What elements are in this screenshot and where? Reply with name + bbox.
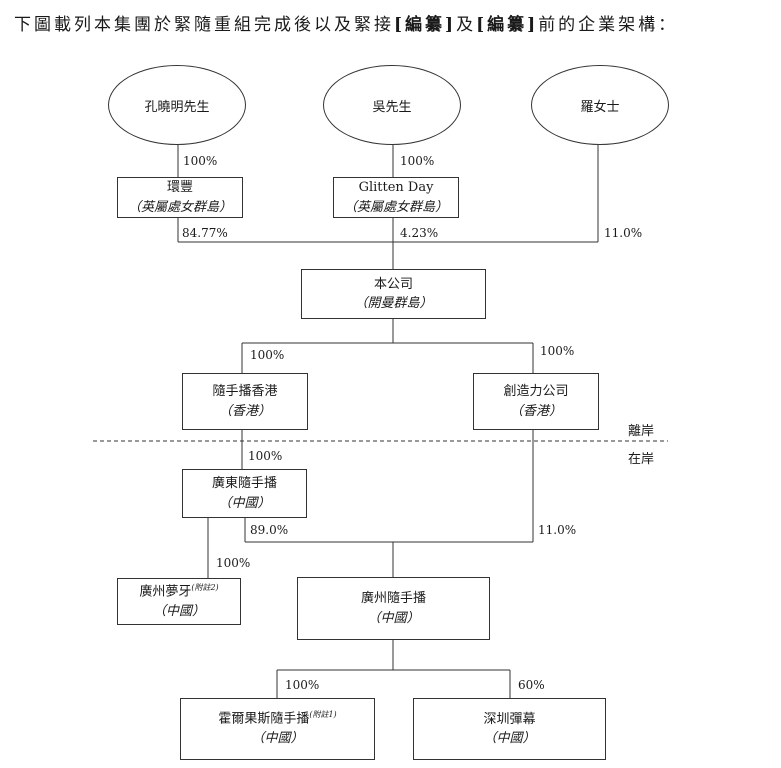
heading-redacted-2: [編纂] <box>476 15 539 35</box>
pct-huanfeng-company: 84.77% <box>182 226 228 240</box>
pct-guangdong-guangzhou: 89.0% <box>250 523 289 537</box>
pct-guangzhou-shenzhen: 60% <box>518 678 545 692</box>
owner-luo-label: 羅女士 <box>580 99 620 115</box>
entity-huoer-name: 霍爾果斯隨手播 <box>218 711 310 727</box>
entity-suishou-hk: 隨手播香港 （香港） <box>182 373 308 430</box>
offshore-label: 離岸 <box>628 424 655 439</box>
entity-company: 本公司 （開曼群島） <box>301 269 486 319</box>
entity-guangzhou-place: （中國） <box>367 610 420 626</box>
heading-text-1: 下圖載列本集團於緊隨重組完成後以及緊接 <box>14 15 394 35</box>
entity-shenzhen-place: （中國） <box>483 731 536 746</box>
pct-company-chuangzao: 100% <box>540 344 575 358</box>
entity-guangdong-name: 廣東隨手播 <box>211 476 277 491</box>
entity-chuangzao: 創造力公司 （香港） <box>473 373 599 430</box>
pct-kong-huanfeng: 100% <box>183 154 218 168</box>
entity-huanfeng: 環豐 （英屬處女群島） <box>117 177 243 218</box>
pct-chuangzao-guangzhou: 11.0% <box>538 523 577 537</box>
page-heading: 下圖載列本集團於緊隨重組完成後以及緊接[編纂]及[編纂]前的企業架構： <box>14 10 678 35</box>
entity-guangzhou-name: 廣州隨手播 <box>360 591 426 606</box>
entity-suishou-hk-name: 隨手播香港 <box>212 384 278 399</box>
entity-shenzhen: 深圳彈幕 （中國） <box>413 698 606 760</box>
owner-luo: 羅女士 <box>531 65 669 145</box>
entity-huanfeng-name: 環豐 <box>166 180 193 195</box>
entity-chuangzao-place: （香港） <box>509 403 562 419</box>
onshore-label: 在岸 <box>628 452 655 467</box>
heading-text-2: 及 <box>456 15 477 35</box>
entity-huoer: 霍爾果斯隨手播(附註1) （中國） <box>180 698 375 760</box>
entity-huoer-note: (附註1) <box>309 710 337 720</box>
entity-shenzhen-name: 深圳彈幕 <box>483 711 536 727</box>
entity-huoer-place: （中國） <box>251 731 304 747</box>
entity-chuangzao-name: 創造力公司 <box>503 384 569 399</box>
pct-guangdong-mengya: 100% <box>216 556 251 570</box>
pct-guangzhou-huoer: 100% <box>285 678 320 692</box>
entity-guangzhou-suishou: 廣州隨手播 （中國） <box>297 577 490 640</box>
owner-wu: 吳先生 <box>323 65 461 145</box>
owner-kong: 孔曉明先生 <box>108 65 246 145</box>
entity-huanfeng-place: （英屬處女群島） <box>127 199 232 215</box>
pct-luo-company: 11.0% <box>604 226 643 240</box>
pct-suishou-guangdong: 100% <box>248 449 283 463</box>
entity-glitten-name: Glitten Day <box>358 180 434 195</box>
entity-guangdong-place: （中國） <box>218 495 271 511</box>
entity-mengya-place: （中國） <box>152 603 205 619</box>
pct-wu-glitten: 100% <box>400 154 435 168</box>
pct-company-suishou: 100% <box>250 348 285 362</box>
pct-glitten-company: 4.23% <box>400 226 439 240</box>
owner-kong-label: 孔曉明先生 <box>144 99 210 115</box>
heading-text-3: 前的企業架構： <box>538 15 679 35</box>
entity-mengya-name: 廣州夢牙 <box>139 584 192 600</box>
entity-company-name: 本公司 <box>373 276 413 292</box>
entity-guangdong-suishou: 廣東隨手播 （中國） <box>182 469 307 518</box>
entity-mengya: 廣州夢牙(附註2) （中國） <box>117 578 241 625</box>
entity-glitten-day: Glitten Day （英屬處女群島） <box>333 177 459 218</box>
entity-company-place: （開曼群島） <box>354 296 433 311</box>
entity-mengya-note: (附註2) <box>191 582 219 592</box>
entity-glitten-place: （英屬處女群島） <box>343 199 448 215</box>
owner-wu-label: 吳先生 <box>372 99 412 115</box>
heading-redacted-1: [編纂] <box>394 15 457 35</box>
entity-suishou-hk-place: （香港） <box>218 403 271 419</box>
